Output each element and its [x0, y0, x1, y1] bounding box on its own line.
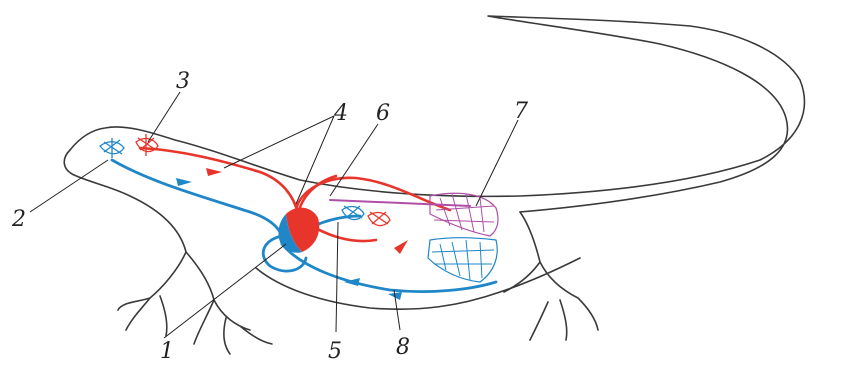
callout-3: 3: [176, 69, 190, 94]
venous-net-lines: [432, 240, 494, 280]
arrow-venous-head: [176, 178, 192, 186]
belly-outline: [256, 258, 580, 309]
leader-6: [330, 124, 378, 196]
callout-numbers: 1 2 3 4 5 6 7 8: [11, 69, 528, 364]
arrow-arterial-body: [394, 240, 408, 254]
dorsal-aorta: [330, 200, 470, 206]
leader-7: [476, 120, 518, 206]
head-arterial-net: [136, 134, 158, 156]
jaw-outline: [64, 150, 186, 252]
body-capillary-net-venous: [428, 238, 497, 282]
callout-2: 2: [11, 207, 26, 232]
arrow-arterial-head: [206, 168, 222, 176]
heart: [279, 208, 320, 253]
head-venous-net: [100, 138, 124, 158]
lung-capillaries: [342, 206, 390, 226]
callout-7: 7: [514, 99, 528, 124]
leader-2: [30, 160, 108, 212]
front-leg-outline: [118, 252, 272, 354]
head-capillaries: [100, 134, 158, 158]
leader-3: [148, 92, 180, 142]
hind-leg-outline: [504, 212, 598, 340]
callout-4: 4: [333, 101, 348, 126]
callout-8: 8: [396, 335, 410, 360]
callout-6: 6: [376, 101, 390, 126]
mixed-vessels: [330, 200, 470, 206]
lung-arterial-net: [368, 212, 390, 226]
callout-1: 1: [160, 339, 174, 364]
carotid-artery: [140, 148, 298, 214]
callout-5: 5: [328, 339, 342, 364]
leader-4a: [224, 116, 334, 168]
lizard-body-outline: [64, 16, 804, 354]
leader-4b: [296, 116, 334, 204]
